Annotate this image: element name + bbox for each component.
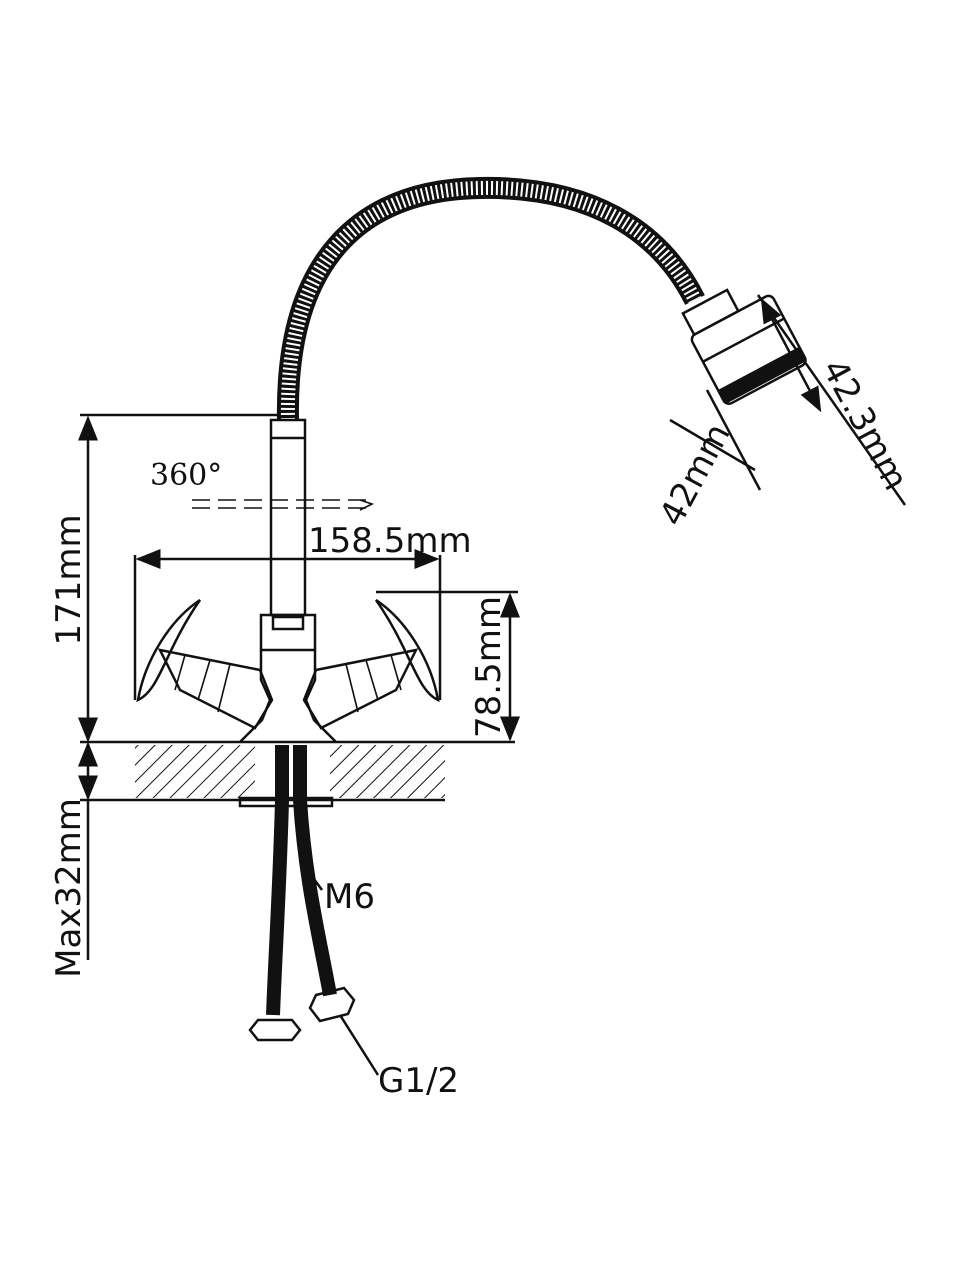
handle-height-label: 78.5mm <box>469 596 509 738</box>
head-length-label: 42mm <box>652 417 739 532</box>
flexible-spout <box>269 176 705 617</box>
supply-hoses <box>248 745 356 1042</box>
rotation-label: 360° <box>150 458 222 493</box>
total-height-label: 171mm <box>49 514 89 645</box>
width-label: 158.5mm <box>308 521 472 561</box>
faucet-body <box>136 598 440 743</box>
connector-label: G1/2 <box>378 1061 459 1101</box>
stud-label: M6 <box>324 877 375 917</box>
dimension-lines <box>78 294 907 1076</box>
max-thickness-label: Max32mm <box>49 798 89 978</box>
head-diameter-label: 42.3mm <box>814 353 916 497</box>
countertop <box>80 740 515 808</box>
